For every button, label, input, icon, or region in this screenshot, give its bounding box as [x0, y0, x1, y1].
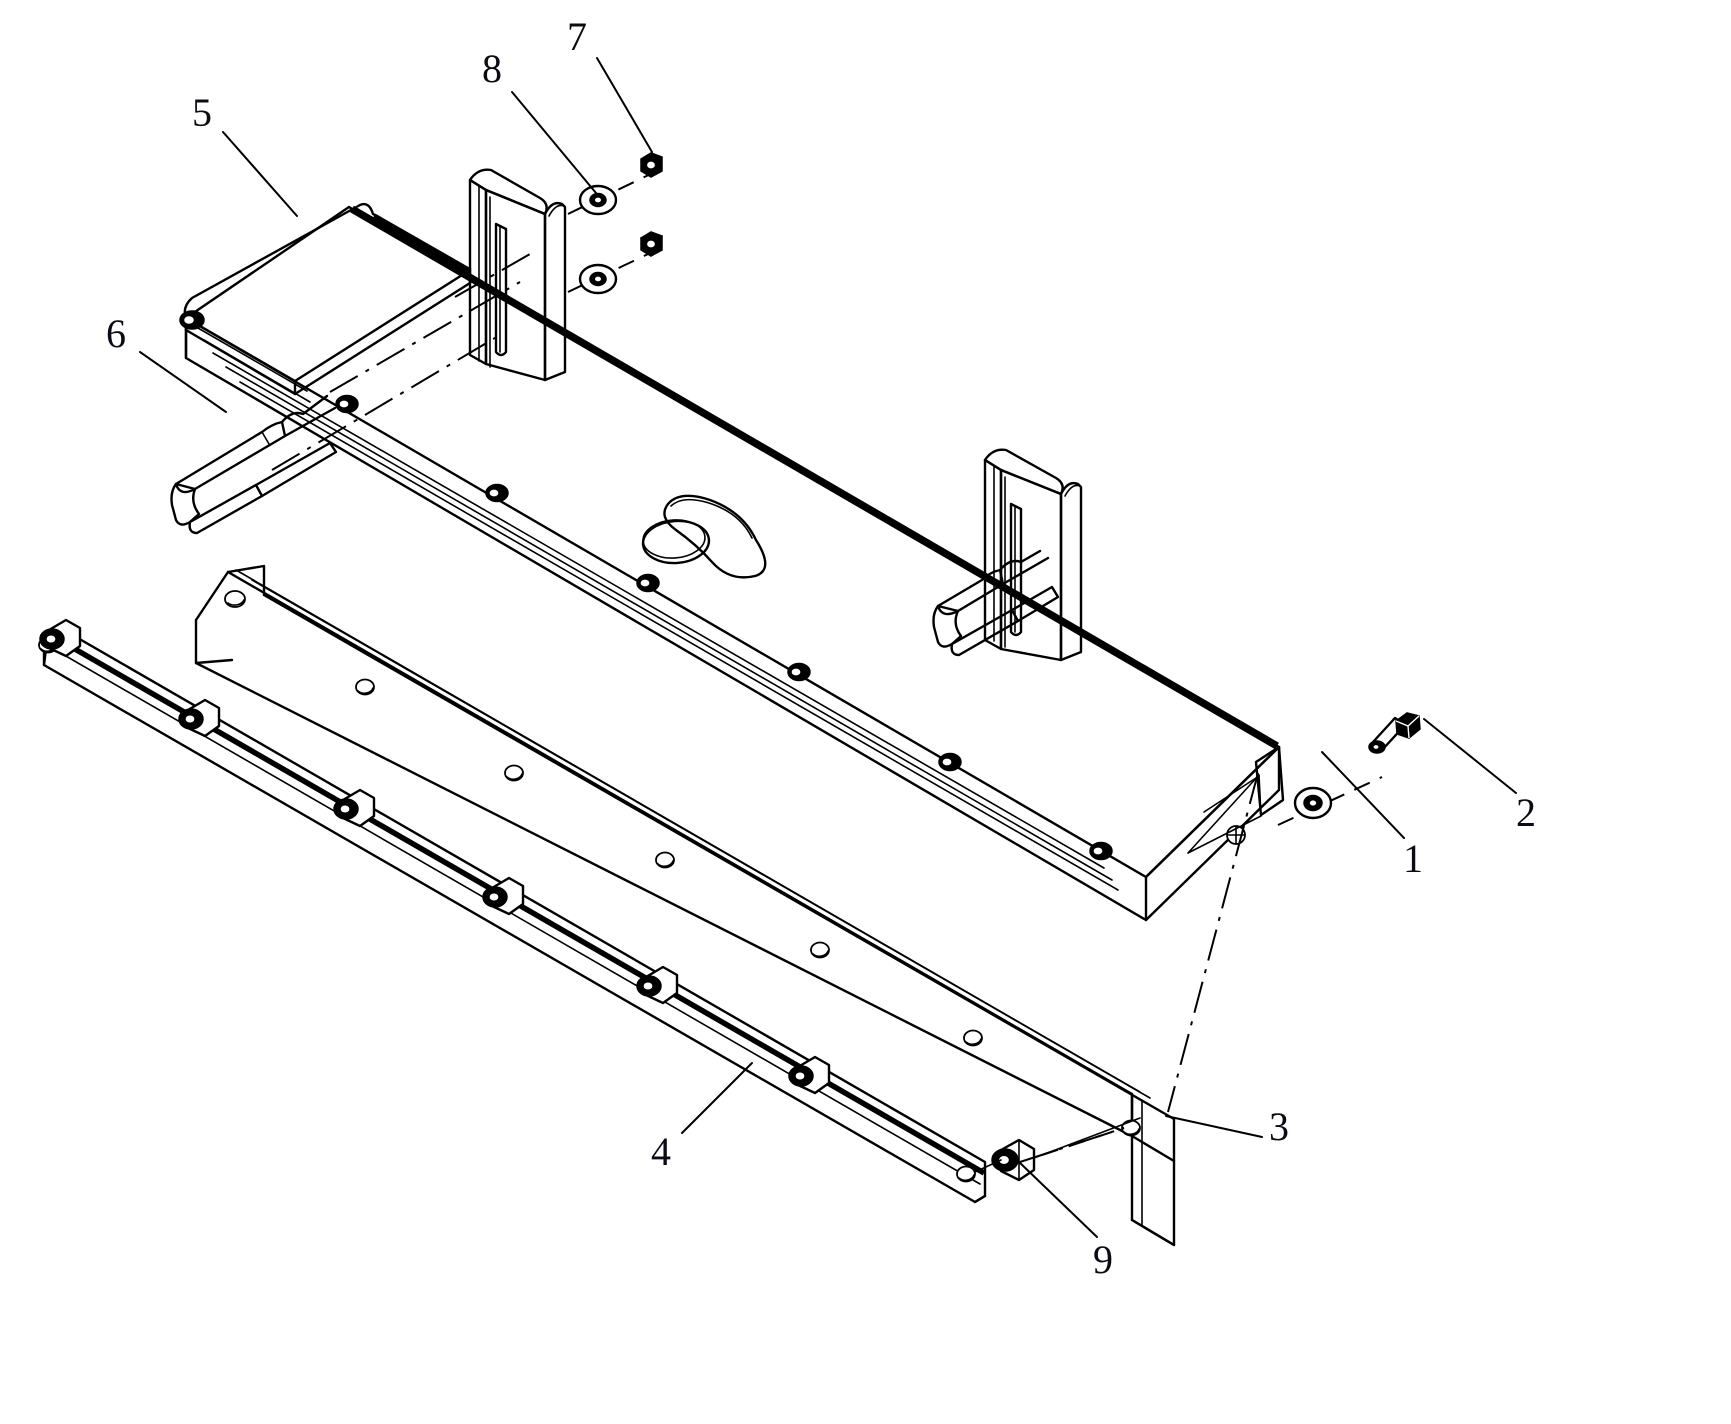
callout-label-8: 8	[482, 46, 502, 91]
leader-8	[511, 91, 597, 194]
leader-6	[139, 351, 227, 413]
leader-7	[596, 57, 653, 153]
flat-washer-upper-2	[578, 184, 618, 216]
callout-label-6: 6	[106, 311, 126, 356]
hex-head-bolt	[1368, 712, 1421, 754]
strip-bushing-4	[482, 876, 525, 916]
callout-label-2: 2	[1516, 790, 1536, 835]
leader-lines	[139, 57, 1517, 1238]
callout-label-5: 5	[192, 90, 212, 135]
right-vertical-bracket	[983, 448, 1083, 662]
u-handle-rod-right	[932, 549, 1060, 657]
flat-washer-right	[1293, 786, 1333, 820]
right-fastener-set	[1277, 712, 1421, 826]
left-vertical-bracket	[468, 168, 567, 382]
upper-fastener-set-2	[567, 152, 666, 216]
cover-corner-bushing	[179, 310, 205, 330]
lower-angle-mounting-plate	[194, 564, 1176, 1247]
hex-nut-upper-1	[640, 231, 663, 257]
strip-bushing-3	[333, 788, 376, 828]
strip-bushing-1	[39, 618, 82, 658]
leader-1	[1321, 751, 1405, 839]
callout-label-4: 4	[651, 1129, 671, 1174]
leader-2	[1423, 718, 1517, 794]
strip-bushing-6	[788, 1055, 831, 1095]
upper-fastener-set-1	[567, 231, 666, 295]
u-handle-rod-left	[170, 394, 338, 535]
flat-washer-upper-1	[578, 263, 618, 295]
leader-9	[1017, 1160, 1098, 1238]
strip-bushing-5	[636, 965, 679, 1005]
hex-nut-upper-2	[640, 152, 663, 178]
rail-rivets	[335, 394, 1113, 861]
callout-label-7: 7	[567, 14, 587, 59]
callout-label-3: 3	[1269, 1104, 1289, 1149]
strip-bushing-2	[178, 698, 221, 738]
callout-label-9: 9	[1093, 1237, 1113, 1282]
callout-labels: 5 6 8 7 1 2 3 4 9	[106, 14, 1536, 1282]
leader-3	[1165, 1115, 1263, 1138]
leader-4	[681, 1062, 753, 1134]
alignment-centerlines	[271, 253, 1259, 1163]
leader-5	[222, 131, 298, 217]
callout-label-1: 1	[1403, 836, 1423, 881]
spacer-strip-bar	[38, 618, 987, 1204]
